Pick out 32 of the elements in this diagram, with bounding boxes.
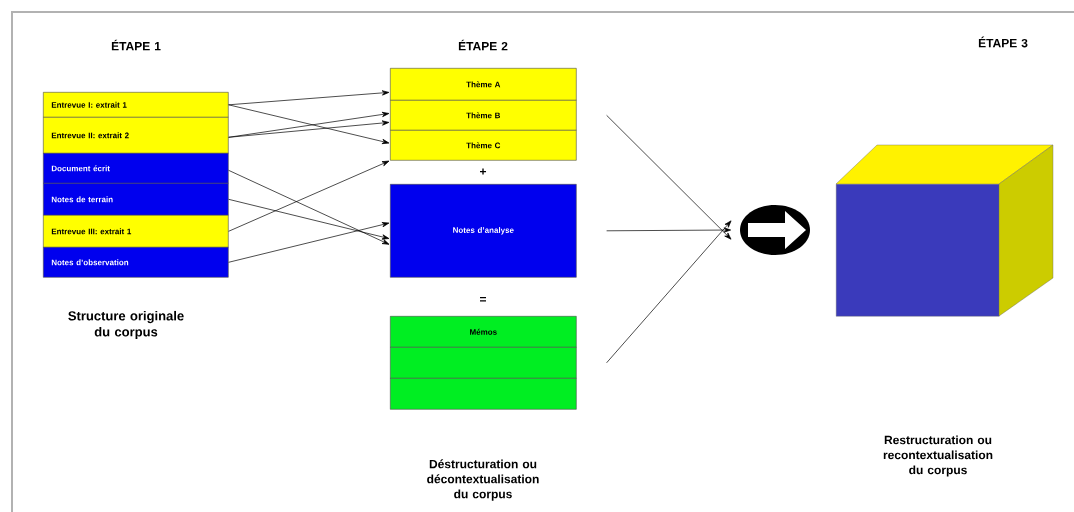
- theme-cell: Thème B: [390, 100, 577, 131]
- memo-cell: [390, 347, 577, 379]
- arrow: [228, 160, 390, 232]
- theme-cell: Thème C: [390, 130, 577, 161]
- arrow: [606, 220, 732, 364]
- analysis-box: Notes d’analyse: [390, 184, 577, 278]
- caption: Restructuration ou recontextualisation du corpus: [883, 435, 993, 477]
- memo-cell: Mémos: [390, 316, 577, 348]
- arrow: [606, 114, 732, 240]
- arrow: [228, 111, 390, 138]
- source-cell: Entrevue II: extrait 2: [43, 117, 229, 154]
- caption: Déstructuration ou décontextualisation du corpus: [427, 459, 539, 501]
- memo-cell: [390, 378, 577, 410]
- cube-drawing: [835, 144, 1054, 317]
- operator-sign: +: [480, 168, 486, 175]
- arrow: [228, 104, 390, 144]
- heading: ÉTAPE 1: [111, 39, 161, 51]
- theme-cell: Thème A: [390, 68, 577, 101]
- arrow: [606, 227, 732, 233]
- arrow: [228, 198, 390, 240]
- heading: ÉTAPE 2: [458, 39, 508, 51]
- operator-sign: =: [480, 296, 486, 302]
- source-cell: Document écrit: [43, 153, 229, 184]
- source-cell: Entrevue I: extrait 1: [43, 92, 229, 118]
- arrow: [228, 222, 390, 263]
- arrow: [228, 90, 390, 106]
- caption: Structure originale du corpus: [68, 310, 184, 340]
- source-cell: Notes de terrain: [43, 183, 229, 216]
- source-cell: Entrevue III: extrait 1: [43, 215, 229, 248]
- arrow: [228, 169, 390, 245]
- source-cell: Notes d’observation: [43, 247, 229, 278]
- heading: ÉTAPE 3: [978, 36, 1028, 48]
